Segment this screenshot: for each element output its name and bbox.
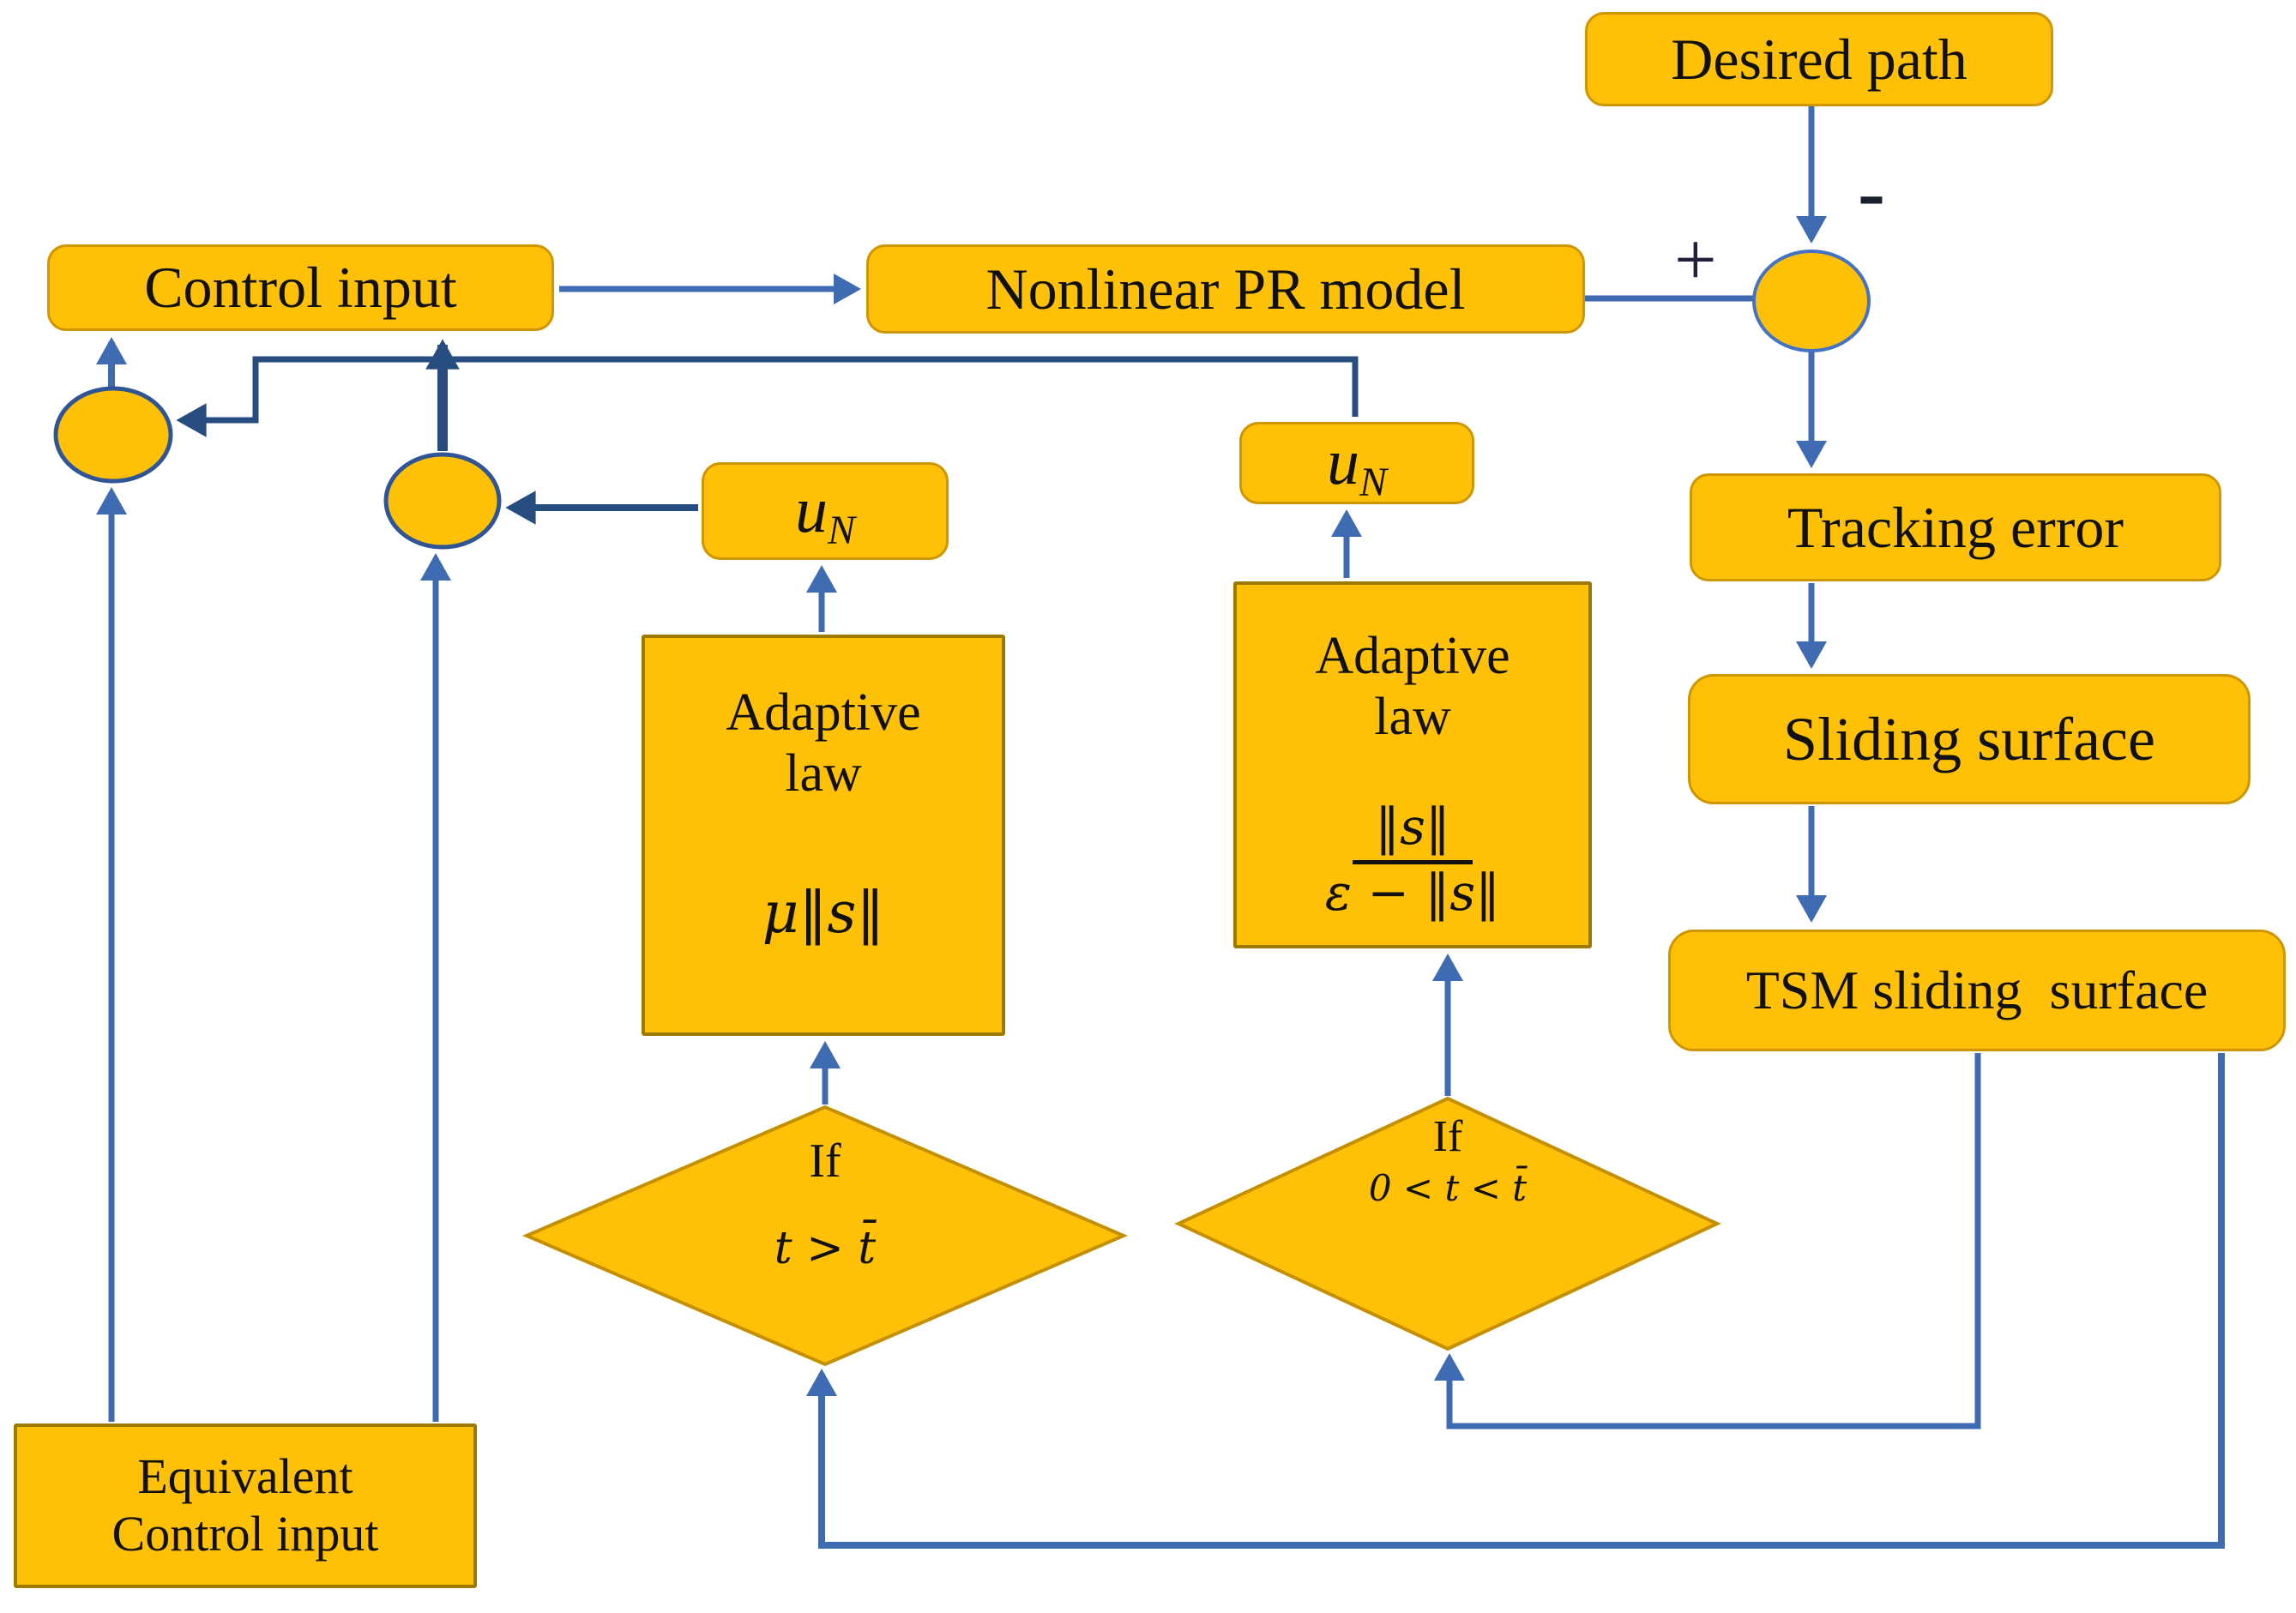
decision-right-keyword: If xyxy=(1432,1112,1463,1161)
sum-junction-left xyxy=(53,386,173,484)
equivalent-control-input-line1: Equivalent xyxy=(137,1448,353,1505)
control-input-label: Control input xyxy=(144,255,457,321)
un-right-label: uN xyxy=(1326,425,1387,503)
sum-junction-middle xyxy=(383,452,502,550)
un-left-box: uN xyxy=(702,462,949,560)
un-right-box: uN xyxy=(1239,422,1474,504)
feedback-tsm-to-right-decision xyxy=(1434,1053,1981,1429)
un-right-base: u xyxy=(1326,426,1359,499)
adaptive-law-right-line1: Adaptive xyxy=(1315,627,1510,685)
desired-path-label: Desired path xyxy=(1671,26,1968,92)
tracking-error-box: Tracking error xyxy=(1690,473,2221,581)
adaptive-law-left-line2: law xyxy=(785,744,862,803)
decision-diamond-left xyxy=(521,1104,1129,1367)
un-left-label: uN xyxy=(794,473,855,551)
adaptive-law-left-box: Adaptive law μ‖s‖ xyxy=(642,635,1005,1036)
desired-path-box: Desired path xyxy=(1585,12,2053,106)
adaptive-law-right-line2: law xyxy=(1374,688,1451,747)
decision-left-condition: t > t̄ xyxy=(774,1223,877,1274)
adaptive-law-right-numerator: ‖s‖ xyxy=(1353,797,1473,865)
un-left-base: u xyxy=(794,474,828,547)
tsm-sliding-surface-label: TSM sliding surface xyxy=(1745,960,2209,1021)
nonlinear-pr-model-label: Nonlinear PR model xyxy=(985,256,1466,322)
decision-left-text: If t > t̄ xyxy=(654,1134,997,1274)
tracking-error-label: Tracking error xyxy=(1787,494,2124,560)
decision-right-text: If 0 < t < t̄ xyxy=(1276,1111,1619,1209)
nonlinear-pr-model-box: Nonlinear PR model xyxy=(866,244,1585,334)
plus-sign: + xyxy=(1674,219,1717,302)
adaptive-law-right-box: Adaptive law ‖s‖ ε − ‖s‖ xyxy=(1233,581,1592,948)
decision-left-keyword: If xyxy=(809,1135,841,1188)
sliding-surface-box: Sliding surface xyxy=(1688,674,2251,804)
path-un-right-to-left-sum xyxy=(176,356,1359,437)
feedback-tsm-to-left-decision xyxy=(806,1053,2225,1549)
adaptive-law-right-formula: ‖s‖ ε − ‖s‖ xyxy=(1324,797,1501,923)
adaptive-law-left-formula: μ‖s‖ xyxy=(762,879,885,946)
decision-diamond-right xyxy=(1174,1096,1721,1351)
un-right-sub: N xyxy=(1359,460,1387,506)
minus-sign: - xyxy=(1858,146,1885,238)
equivalent-control-input-box: Equivalent Control input xyxy=(14,1423,477,1588)
adaptive-law-right-denominator: ε − ‖s‖ xyxy=(1324,864,1501,923)
control-input-box: Control input xyxy=(47,244,554,331)
un-left-sub: N xyxy=(827,508,855,554)
tsm-sliding-surface-box: TSM sliding surface xyxy=(1668,930,2286,1051)
sliding-surface-label: Sliding surface xyxy=(1783,704,2155,773)
equivalent-control-input-line2: Control input xyxy=(111,1506,379,1562)
adaptive-law-left-line1: Adaptive xyxy=(726,683,921,742)
decision-right-condition: 0 < t < t̄ xyxy=(1368,1167,1528,1209)
sum-junction-top-right xyxy=(1752,250,1871,352)
